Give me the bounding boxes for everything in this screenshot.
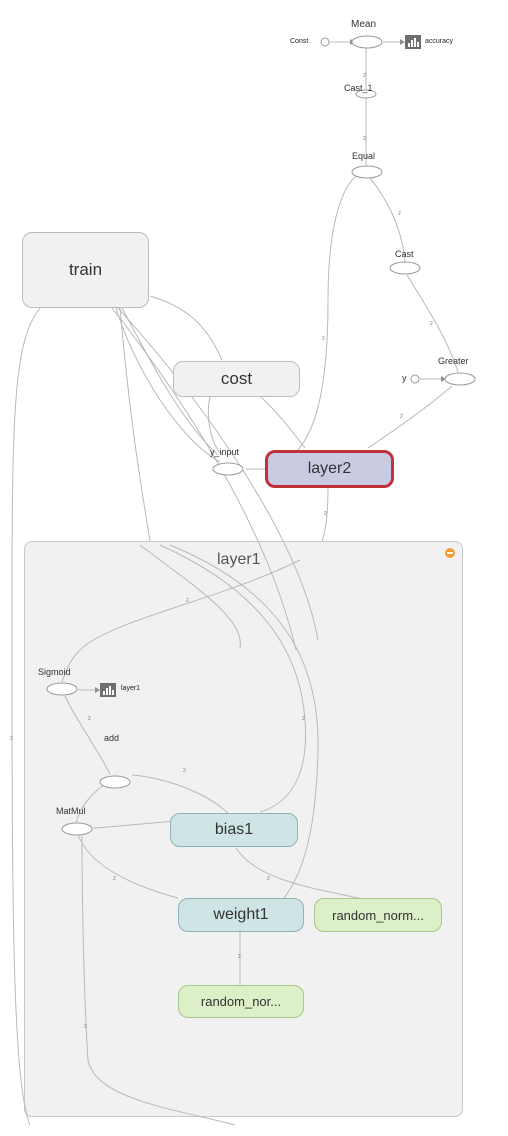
accuracy-summary-icon[interactable] [405, 35, 421, 49]
y-node[interactable] [410, 374, 420, 384]
bias1-node[interactable]: bias1 [170, 813, 298, 847]
edge-label: 2 [183, 768, 186, 774]
y-label: y [402, 373, 407, 383]
edge-group-internal-b [159, 544, 307, 813]
weight1-node[interactable]: weight1 [178, 898, 304, 932]
layer2-node[interactable]: layer2 [265, 450, 394, 488]
mean-op-node[interactable] [351, 35, 383, 49]
random-norm-bottom-node[interactable]: random_nor... [178, 985, 304, 1018]
random-norm-right-label: random_norm... [332, 907, 424, 923]
edge-train-layer1-a [119, 307, 151, 542]
edge-label: 2 [302, 716, 305, 722]
weight1-label: weight1 [213, 906, 269, 923]
random-norm-bottom-label: random_nor... [200, 994, 282, 1009]
cost-node[interactable]: cost [173, 361, 300, 397]
edge-matmul-out [81, 835, 236, 1126]
edge-label: 2 [430, 321, 433, 327]
layer2-label: layer2 [307, 460, 352, 477]
random-norm-right-node[interactable]: random_norm... [314, 898, 442, 932]
train-node[interactable]: train [22, 232, 149, 308]
cast-op-node[interactable] [389, 261, 421, 275]
edge-add-sigmoid [64, 695, 111, 775]
edge-label: 2 [363, 136, 366, 142]
add-label: add [104, 733, 120, 743]
edge-cost-layer2 [259, 395, 306, 449]
edge-label: 2 [398, 211, 401, 217]
accuracy-label: accuracy [425, 38, 454, 45]
layer1-summary-label: layer1 [121, 685, 141, 692]
cast-label: Cast [395, 249, 414, 259]
edge-label: 2 [84, 1024, 87, 1030]
edge-layer2-equal [296, 175, 357, 452]
edge-label: 2 [88, 716, 91, 722]
edge-group-internal-a [139, 544, 241, 649]
edge-label: 2 [400, 414, 403, 420]
bias1-label: bias1 [214, 821, 254, 838]
edge-label: 2 [324, 511, 327, 517]
edge-group-sigmoid [61, 559, 301, 683]
equal-label: Equal [352, 151, 376, 161]
edge-label: 2 [10, 736, 13, 742]
const-node[interactable] [320, 37, 330, 47]
matmul-label: MatMul [56, 806, 86, 816]
edge-rnr-bias [235, 847, 381, 904]
edge-cast-equal [369, 177, 406, 263]
sigmoid-label: Sigmoid [38, 667, 71, 677]
edge-label: 2 [322, 336, 325, 342]
edge-greater-cast [406, 274, 459, 373]
edge-group-internal-c [169, 544, 319, 904]
layer1-summary-icon[interactable] [100, 683, 116, 697]
equal-op-node[interactable] [351, 165, 383, 179]
greater-op-node[interactable] [444, 372, 476, 386]
edge-layer2-layer1 [321, 487, 329, 542]
const-label: Const [290, 38, 309, 45]
edge-train-cost [149, 295, 223, 361]
sigmoid-op-node[interactable] [46, 682, 78, 696]
arrow-y-greater [441, 376, 446, 382]
layer1-group-title: layer1 [217, 551, 261, 568]
greater-label: Greater [438, 356, 469, 366]
mean-label: Mean [351, 19, 377, 30]
arrow-mean-accuracy [400, 39, 405, 45]
cast-1-label: Cast_1 [344, 83, 373, 93]
cast-1-op-node[interactable] [355, 89, 377, 99]
edge-train-layer1-c [117, 307, 319, 641]
cost-label: cost [220, 369, 253, 388]
edge-train-layer1-b [111, 307, 297, 651]
y-input-label: y_input [210, 447, 240, 457]
edge-label: 2 [267, 876, 270, 882]
edge-train-yinput-a [115, 307, 221, 463]
y-input-op-node[interactable] [212, 462, 244, 476]
minus-circle-icon[interactable] [445, 548, 455, 558]
edge-cost-yinput [207, 395, 223, 456]
edge-label: 2 [238, 954, 241, 960]
edge-train-loop [11, 307, 41, 1126]
edge-label: 2 [186, 598, 189, 604]
edge-matmul-add [75, 780, 111, 824]
add-op-node[interactable] [99, 775, 131, 789]
edge-label: 2 [363, 73, 366, 79]
arrow-sigmoid-summary [95, 687, 100, 693]
edge-layer2-greater [367, 385, 453, 449]
edge-weight-matmul [77, 834, 179, 899]
train-label: train [68, 260, 103, 279]
edge-label: 2 [113, 876, 116, 882]
matmul-op-node[interactable] [61, 822, 93, 836]
